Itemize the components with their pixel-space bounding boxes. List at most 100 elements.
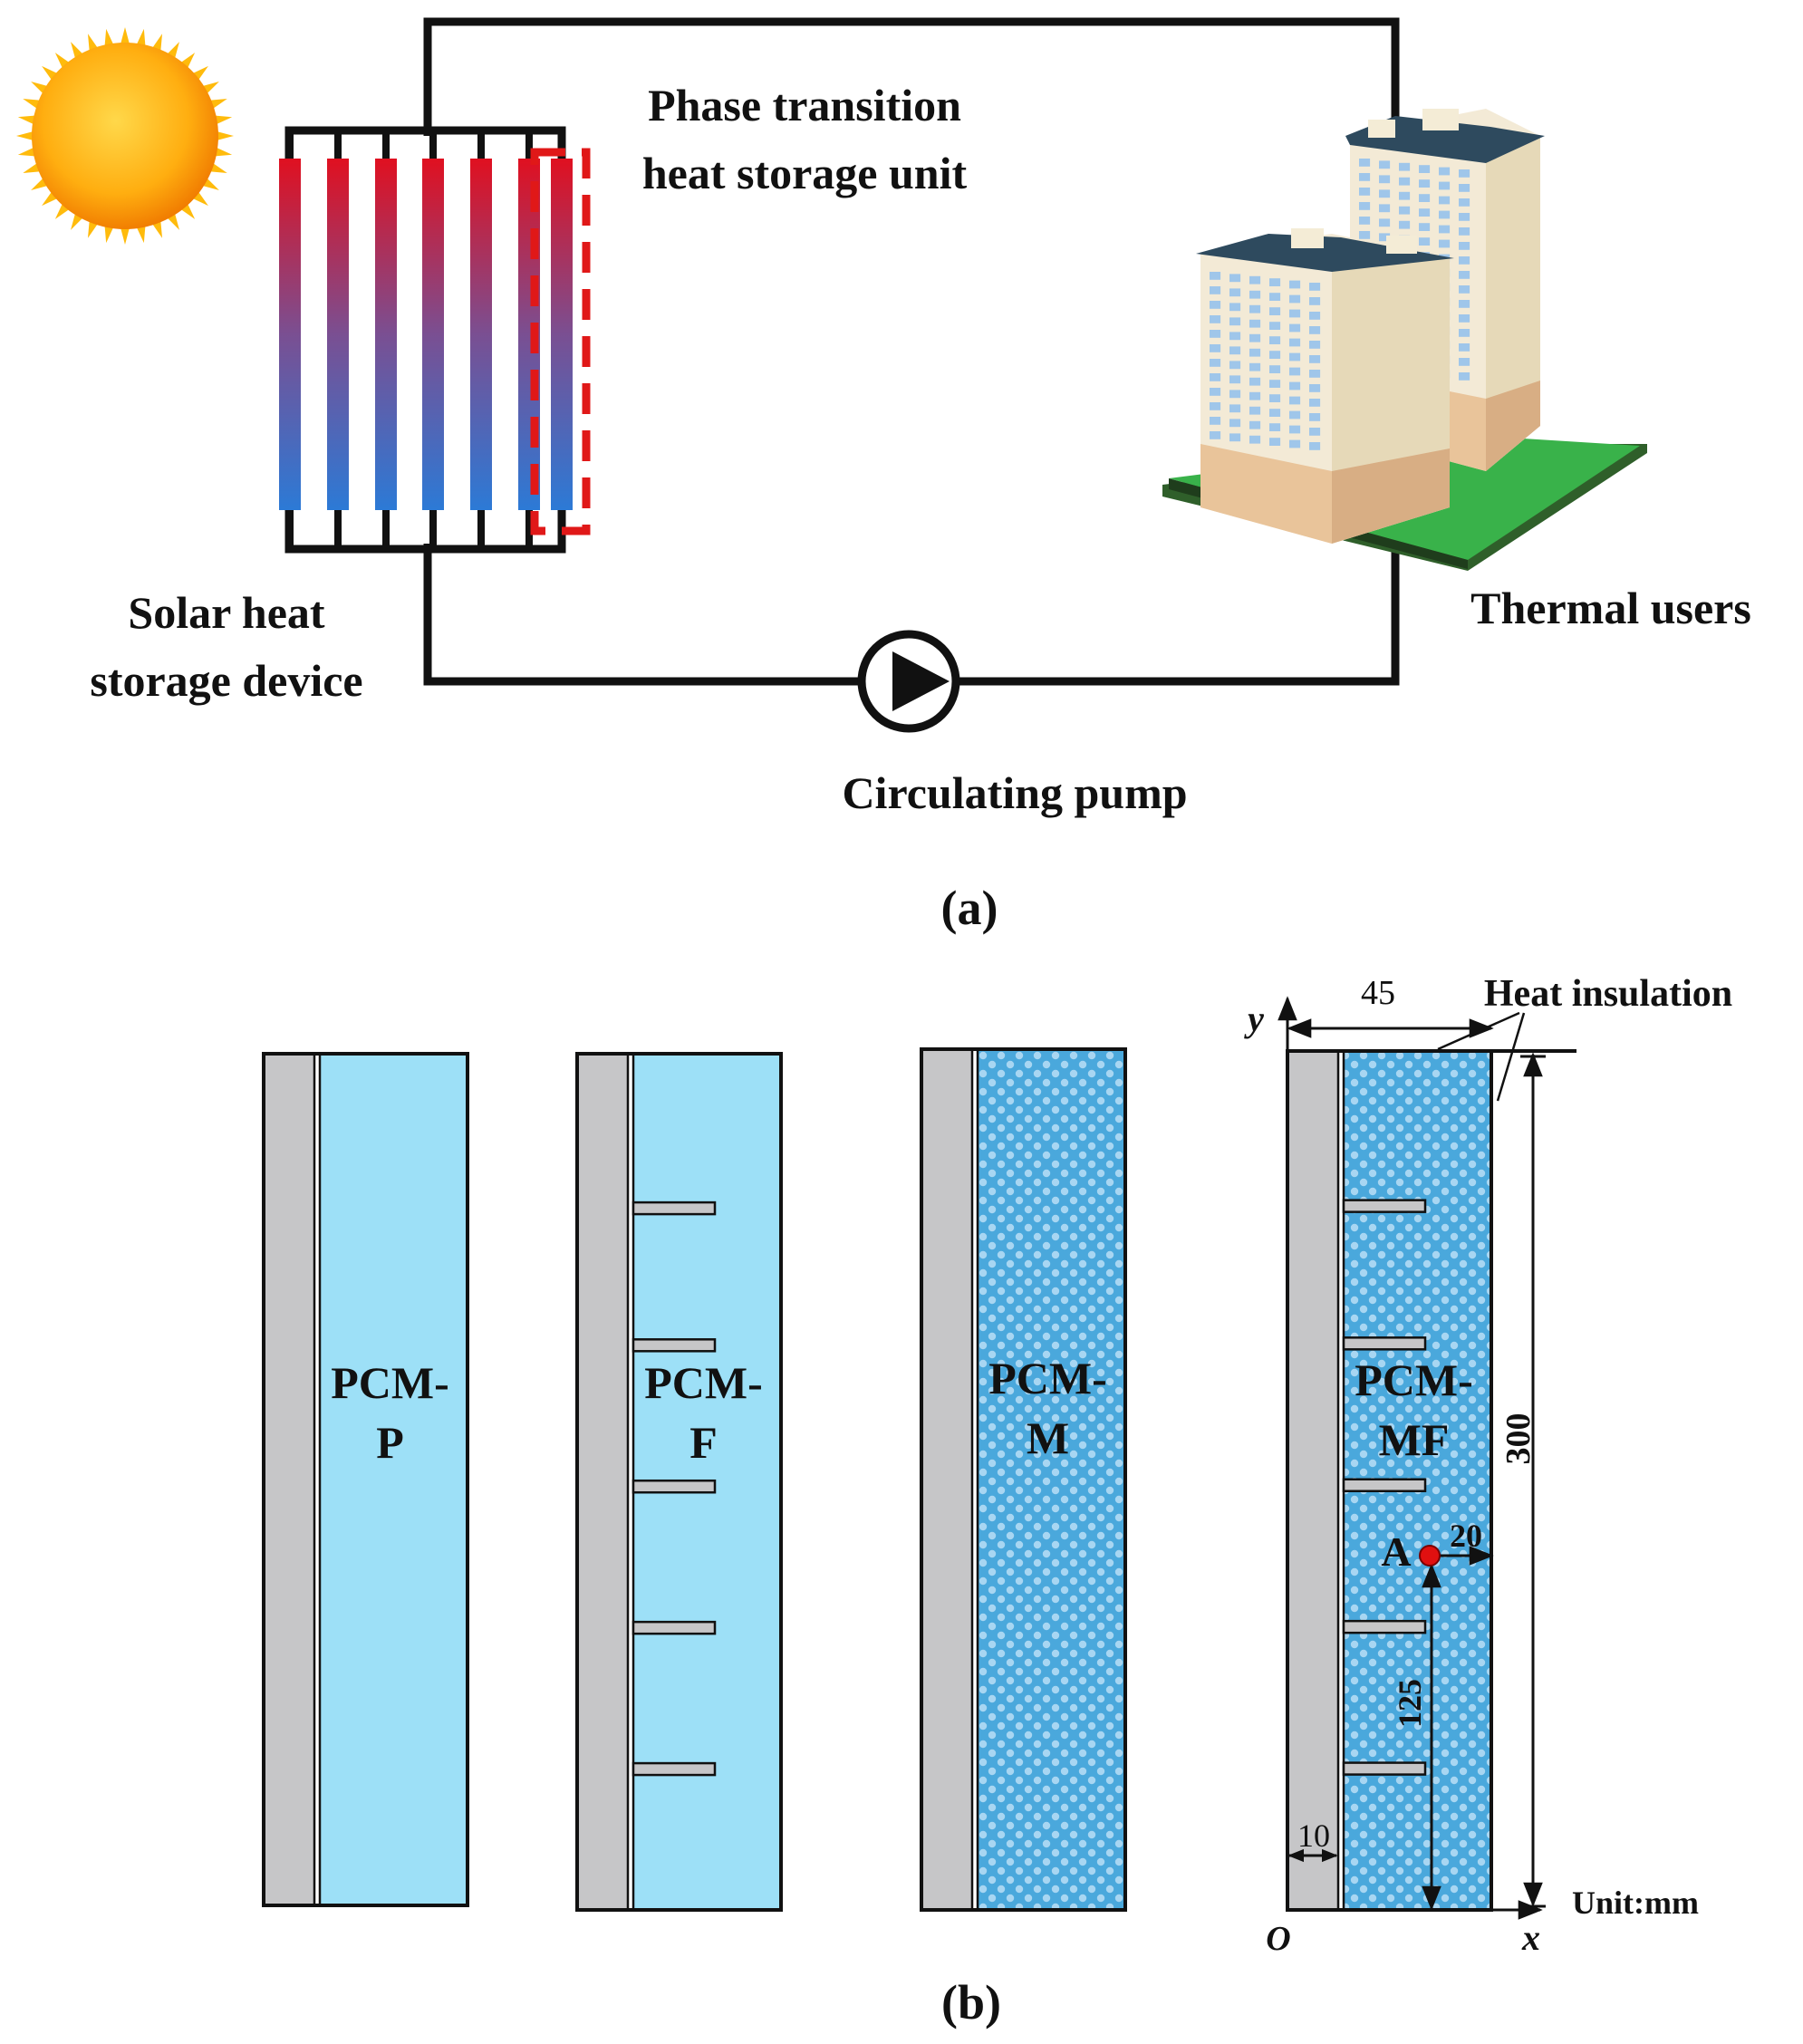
building-window [1249, 406, 1261, 415]
building-window [1459, 242, 1470, 250]
tube-wall [1287, 1051, 1338, 1910]
fin [1342, 1761, 1427, 1776]
building-window [1359, 159, 1371, 167]
fin [632, 1200, 717, 1216]
fin [632, 1338, 717, 1353]
unit-label-line1: PCM- [644, 1357, 763, 1408]
unit-label-line1: PCM- [1355, 1355, 1473, 1405]
building-window [1229, 433, 1241, 442]
building-window [1399, 220, 1411, 229]
building-window [1249, 435, 1261, 444]
building-window [1439, 181, 1451, 190]
building-window [1309, 297, 1321, 305]
building-window [1210, 330, 1221, 338]
building-window [1229, 375, 1241, 384]
tube-wall-inner [970, 1047, 979, 1912]
tube-wall [921, 1049, 972, 1910]
building-window [1289, 396, 1301, 405]
building-window [1439, 167, 1451, 176]
building-window [1229, 317, 1241, 326]
building-window [1379, 189, 1391, 198]
collector-tube [279, 159, 301, 510]
unit-pcm-f: PCM- F [575, 1052, 783, 1912]
building-window [1269, 278, 1281, 286]
dim-point-x: 20 [1450, 1518, 1482, 1554]
building-window [1399, 177, 1411, 186]
building-window [1459, 329, 1470, 337]
building-window [1249, 362, 1261, 371]
heat-insulation-label: Heat insulation [1484, 973, 1732, 1015]
building-window [1379, 233, 1391, 242]
unit-outline [920, 1047, 1127, 1912]
building-window [1459, 198, 1470, 207]
building-window [1459, 213, 1470, 221]
building-window [1379, 175, 1391, 184]
building-window [1229, 419, 1241, 428]
collector-tube [422, 159, 444, 510]
building-window [1459, 285, 1470, 294]
unit-label-line2: M [1027, 1412, 1069, 1463]
label-circulating-pump: Circulating pump [842, 767, 1187, 818]
label-storage-unit-line1: Phase transition [648, 80, 961, 130]
collector-tube [327, 159, 349, 510]
building-window [1379, 160, 1391, 169]
building-window [1419, 165, 1431, 173]
building-window [1399, 191, 1411, 200]
fin [1342, 1478, 1427, 1492]
building-window [1229, 332, 1241, 341]
building-window [1210, 315, 1221, 323]
sun-ray [213, 130, 234, 141]
building-window [1419, 194, 1431, 202]
origin-label: O [1266, 1920, 1290, 1958]
collector-tube [551, 159, 573, 510]
collector-tube [375, 159, 397, 510]
fin [632, 1620, 717, 1635]
building-window [1419, 237, 1431, 246]
building-window [1229, 404, 1241, 413]
fin [1342, 1199, 1427, 1213]
fin [1342, 1336, 1427, 1351]
building-window [1269, 394, 1281, 402]
building-window [1459, 372, 1470, 381]
building-window [1249, 333, 1261, 342]
building-window [1289, 294, 1301, 304]
fin [1342, 1619, 1427, 1634]
building-window [1210, 388, 1221, 396]
building-window [1210, 431, 1221, 439]
building-window [1419, 223, 1431, 231]
building-window [1399, 162, 1411, 171]
building-window [1229, 274, 1241, 283]
dim-width: 45 [1361, 974, 1395, 1012]
building-window [1249, 377, 1261, 386]
building-window [1289, 352, 1301, 362]
building-window [1309, 312, 1321, 320]
dim-height: 300 [1499, 1413, 1538, 1465]
building-window [1439, 196, 1451, 205]
building-window [1459, 343, 1470, 352]
unit-outline [575, 1052, 783, 1912]
building-window [1289, 323, 1301, 333]
building-window [1459, 169, 1470, 178]
building-window [1269, 322, 1281, 330]
building-front [1196, 228, 1454, 544]
highlight-box [530, 148, 591, 535]
building-window [1459, 227, 1470, 236]
axis-y-label: y [1244, 998, 1264, 1039]
unit-label: Unit:mm [1572, 1885, 1699, 1921]
building-window [1249, 290, 1261, 299]
building-window [1379, 204, 1391, 213]
collector-tubes [279, 130, 573, 549]
building-window [1459, 314, 1470, 323]
building-window [1419, 208, 1431, 217]
building-window [1269, 336, 1281, 344]
building-window [1419, 179, 1431, 188]
unit-label-line2: F [689, 1417, 718, 1468]
unit-pcm-p: PCM-P [262, 1052, 469, 1907]
building-window [1459, 184, 1470, 192]
unit-label-line2: MF [1379, 1414, 1450, 1465]
building-window [1459, 300, 1470, 308]
tube-wall [264, 1054, 314, 1905]
building-window [1210, 272, 1221, 280]
fin [632, 1761, 717, 1777]
label-device-line2: storage device [90, 655, 362, 706]
